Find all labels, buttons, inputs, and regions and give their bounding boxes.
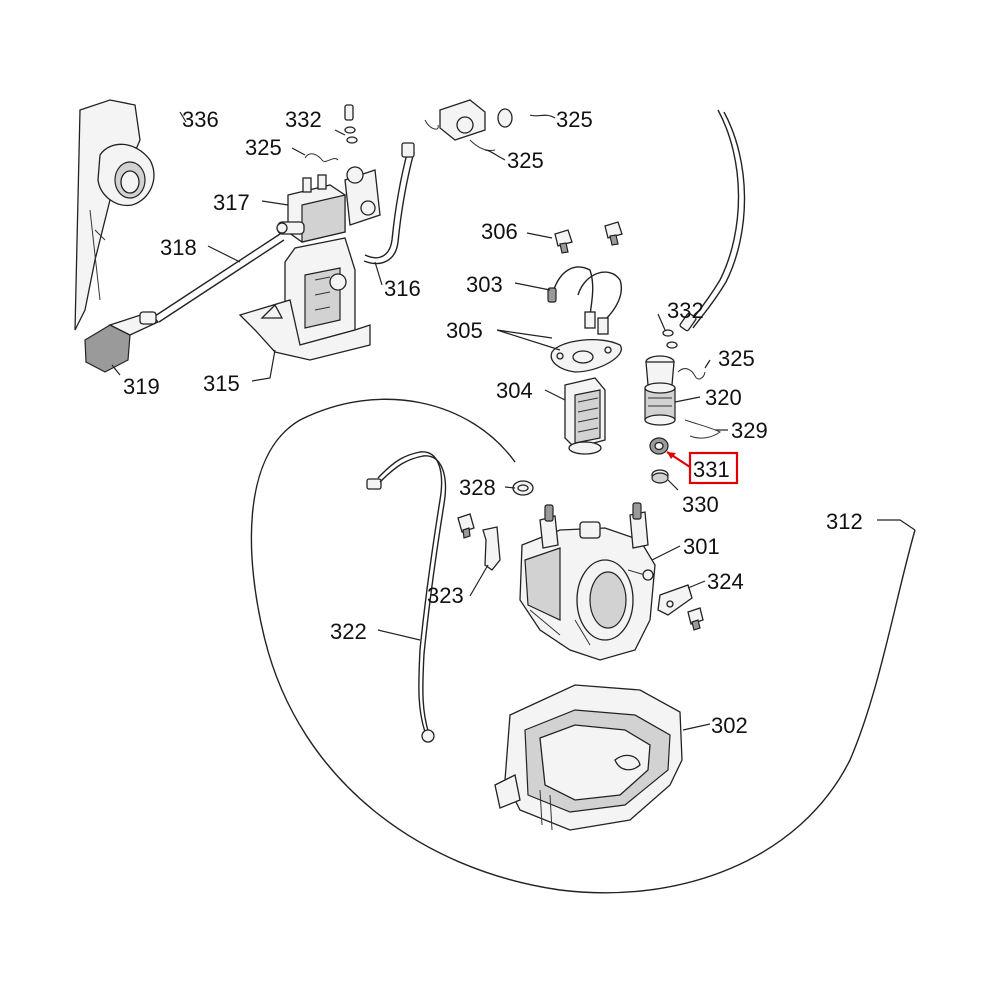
part-320-assembly xyxy=(644,355,676,426)
part-306-screws xyxy=(554,221,623,254)
label-318: 318 xyxy=(160,235,197,260)
label-332b: 332 xyxy=(667,298,704,323)
label-302: 302 xyxy=(711,713,748,738)
part-302-housing xyxy=(494,684,683,831)
label-301: 301 xyxy=(683,534,720,559)
part-332-small-top xyxy=(344,104,358,144)
highlight-arrowhead xyxy=(667,452,676,459)
label-325c: 325 xyxy=(507,148,544,173)
label-317: 317 xyxy=(213,190,250,215)
label-320: 320 xyxy=(705,385,742,410)
label-328: 328 xyxy=(459,475,496,500)
label-305: 305 xyxy=(446,318,483,343)
part-304-element xyxy=(564,377,606,455)
label-324: 324 xyxy=(707,569,744,594)
part-331-seal xyxy=(649,437,669,455)
label-322: 322 xyxy=(330,619,367,644)
label-331: 331 xyxy=(693,457,730,482)
label-304: 304 xyxy=(496,378,533,403)
part-325-top-center xyxy=(424,99,513,151)
tube-316-inner xyxy=(363,151,415,265)
part-324-bracket xyxy=(657,584,704,631)
part-315-bracket xyxy=(238,237,371,361)
part-330-washer xyxy=(651,469,669,484)
label-329: 329 xyxy=(731,418,768,443)
label-325d: 325 xyxy=(718,346,755,371)
label-312: 312 xyxy=(826,509,863,534)
label-330: 330 xyxy=(682,492,719,517)
part-319-cap xyxy=(84,311,160,373)
label-332a: 332 xyxy=(285,107,322,132)
tube-top-right-inner xyxy=(692,111,746,329)
part-322-cable xyxy=(366,451,447,743)
label-315: 315 xyxy=(203,371,240,396)
part-323-bracket xyxy=(457,513,501,571)
label-319: 319 xyxy=(123,374,160,399)
label-336: 336 xyxy=(182,107,219,132)
part-325-clip-a xyxy=(304,153,339,162)
part-labels: 336 332 325 325 325 317 318 316 319 315 … xyxy=(123,107,863,738)
part-317-valve xyxy=(276,166,381,243)
rod-318 xyxy=(154,233,281,317)
label-303: 303 xyxy=(466,272,503,297)
part-328-clamp xyxy=(512,480,534,496)
highlight-box-331 xyxy=(688,451,739,485)
label-325a: 325 xyxy=(245,135,282,160)
part-332-orings xyxy=(662,329,678,349)
part-305-gaskets xyxy=(550,339,623,373)
label-323: 323 xyxy=(427,583,464,608)
label-325b: 325 xyxy=(556,107,593,132)
part-325-clip-right xyxy=(677,368,706,380)
part-303-wiring xyxy=(547,266,622,335)
label-316: 316 xyxy=(384,276,421,301)
part-336-housing xyxy=(74,99,155,331)
part-329-clip xyxy=(684,419,721,439)
label-306: 306 xyxy=(481,219,518,244)
tube-312 xyxy=(250,398,916,894)
tube-316 xyxy=(364,149,409,259)
tube-end-cap xyxy=(679,312,697,332)
tube-top-right xyxy=(687,109,740,326)
leader-lines xyxy=(111,111,916,731)
part-301-boiler xyxy=(519,502,656,661)
